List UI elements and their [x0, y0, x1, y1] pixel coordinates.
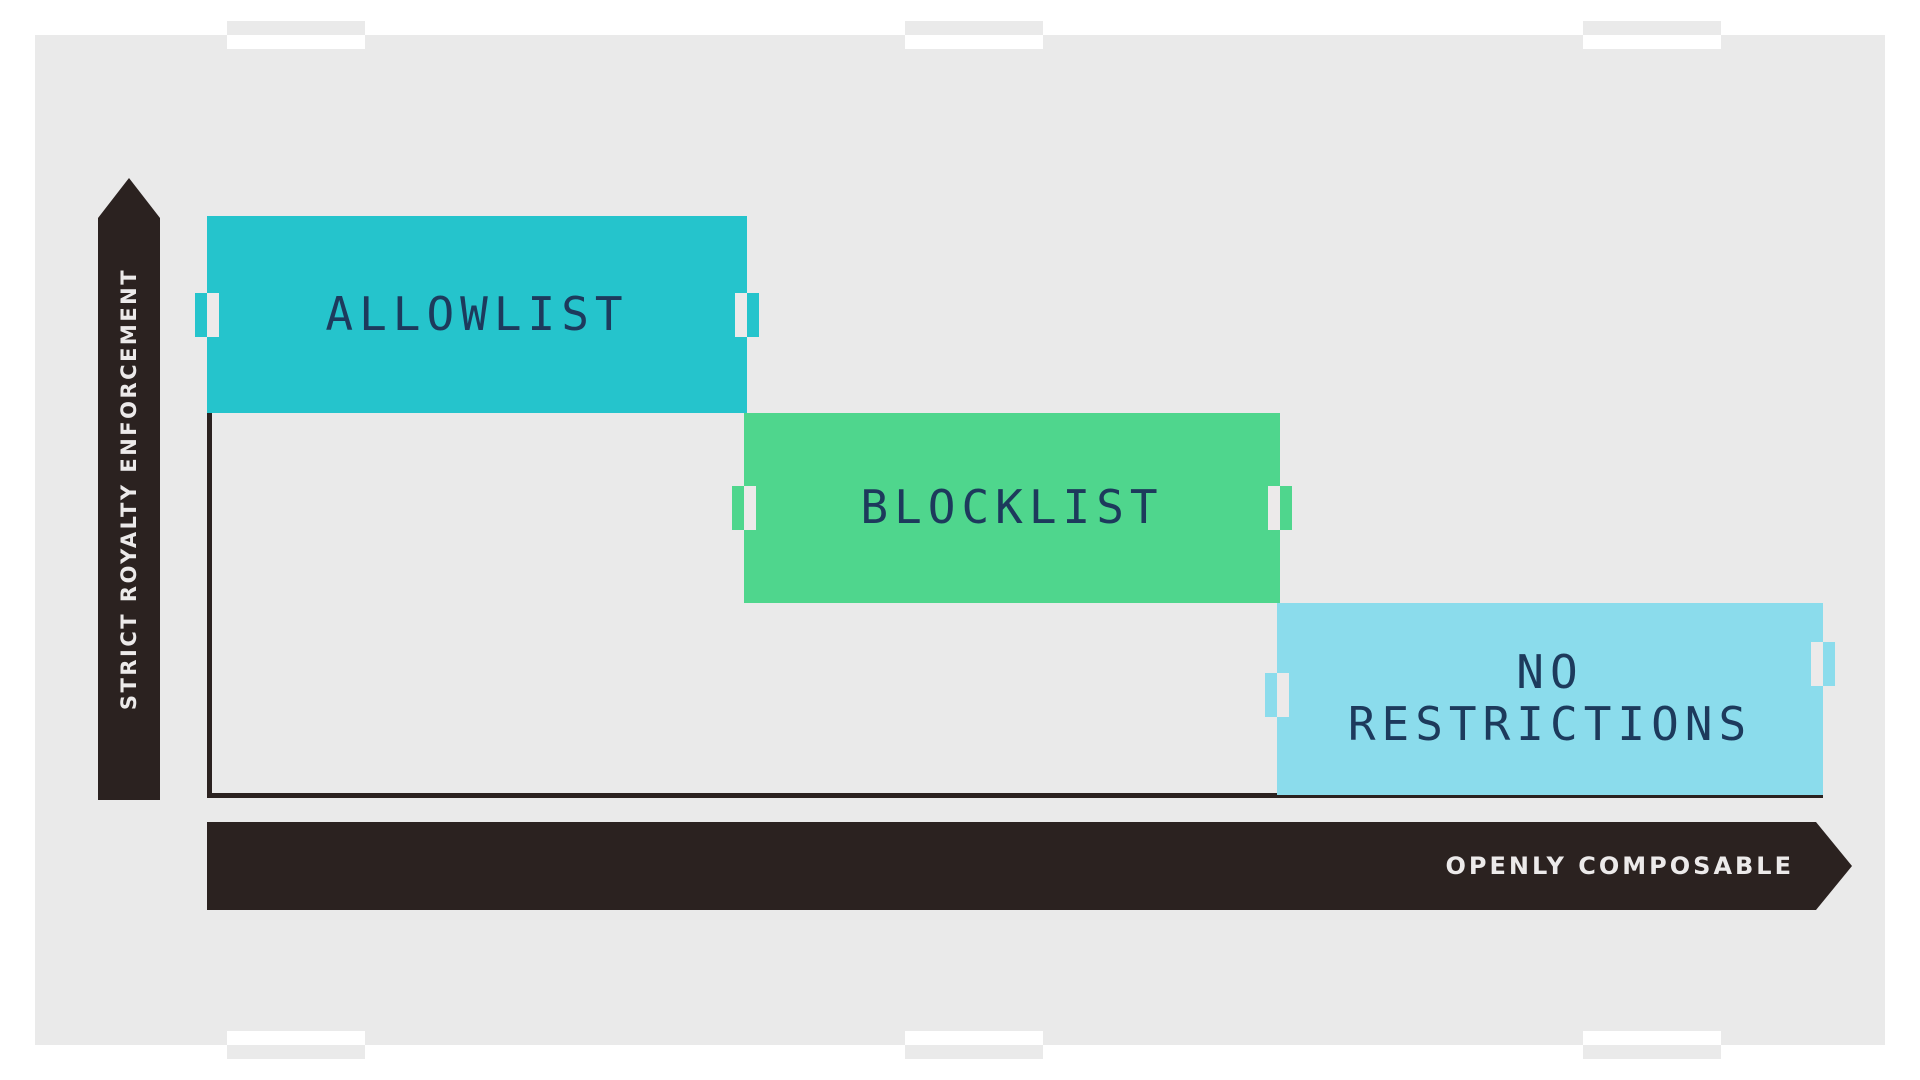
- notch-inner-half: [905, 35, 1043, 49]
- notch-outer-half: [227, 1031, 365, 1045]
- notch-inner-half: [1583, 1045, 1721, 1059]
- y-axis-line: [207, 216, 212, 798]
- notch-inner-half: [905, 1045, 1043, 1059]
- handle-neutral-half: [1268, 486, 1280, 530]
- handle-fill-half: [747, 292, 759, 337]
- bar-blocklist[interactable]: BLOCKLIST: [732, 413, 1292, 603]
- notch-outer-half: [227, 21, 365, 35]
- handle-fill-half: [1823, 642, 1835, 687]
- x-axis-arrow: [207, 822, 1852, 910]
- edge-notch-bottom: [905, 1031, 1043, 1059]
- bar-handle-left[interactable]: [732, 486, 756, 530]
- handle-neutral-half: [744, 486, 756, 530]
- bar-no-restrictions[interactable]: NO RESTRICTIONS: [1265, 603, 1835, 795]
- bar-handle-left[interactable]: [195, 292, 219, 337]
- notch-outer-half: [905, 1031, 1043, 1045]
- bar-handle-right[interactable]: [735, 292, 759, 337]
- y-axis-arrow: [98, 178, 160, 800]
- notch-outer-half: [1583, 21, 1721, 35]
- notch-inner-half: [227, 1045, 365, 1059]
- notch-outer-half: [1583, 1031, 1721, 1045]
- bar-allowlist[interactable]: ALLOWLIST: [195, 216, 759, 413]
- handle-neutral-half: [1811, 642, 1823, 687]
- bar-label-blocklist: BLOCKLIST: [860, 480, 1164, 535]
- handle-fill-half: [1265, 673, 1277, 718]
- notch-outer-half: [905, 21, 1043, 35]
- bar-handle-left[interactable]: [1265, 673, 1289, 718]
- handle-fill-half: [732, 486, 744, 530]
- handle-fill-half: [195, 292, 207, 337]
- edge-notch-bottom: [1583, 1031, 1721, 1059]
- handle-fill-half: [1280, 486, 1292, 530]
- bar-label-allowlist: ALLOWLIST: [325, 286, 629, 341]
- handle-neutral-half: [207, 292, 219, 337]
- x-axis-line: [207, 793, 1823, 798]
- bar-handle-right[interactable]: [1268, 486, 1292, 530]
- edge-notch-top: [1583, 21, 1721, 49]
- notch-inner-half: [227, 35, 365, 49]
- handle-neutral-half: [1277, 673, 1289, 718]
- bar-handle-right[interactable]: [1811, 642, 1835, 687]
- handle-neutral-half: [735, 292, 747, 337]
- edge-notch-bottom: [227, 1031, 365, 1059]
- bar-label-no-restrictions: NO RESTRICTIONS: [1347, 645, 1753, 751]
- notch-inner-half: [1583, 35, 1721, 49]
- edge-notch-top: [227, 21, 365, 49]
- edge-notch-top: [905, 21, 1043, 49]
